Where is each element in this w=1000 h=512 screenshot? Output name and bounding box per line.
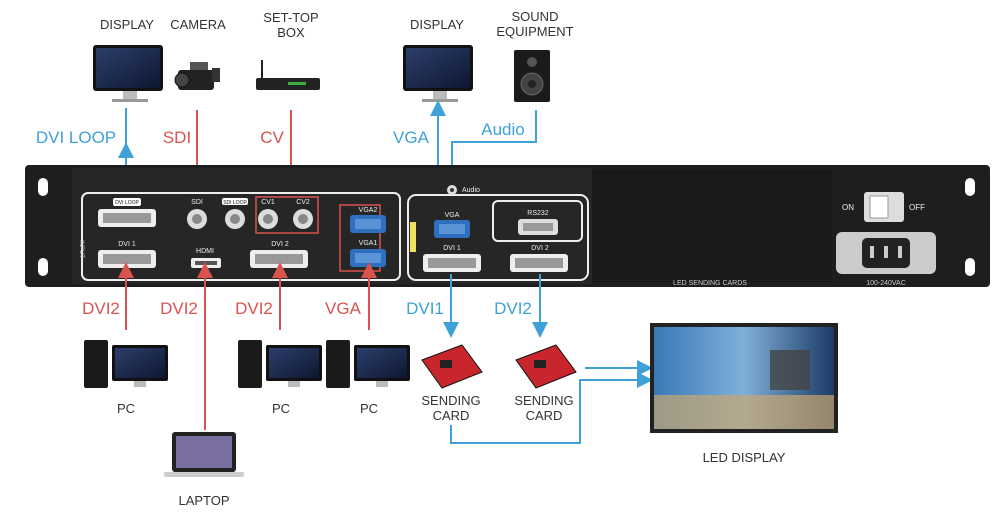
voltage-label: 100-240VAC: [866, 280, 906, 287]
vga1-port: [350, 249, 386, 267]
settop-box-label-line1: SET-TOP: [263, 10, 319, 25]
rs232-port-label: RS232: [527, 210, 549, 217]
dvi2-out-port-label: DVI 2: [531, 245, 549, 252]
vga-out-port: [434, 220, 470, 238]
dvi1-in-port-label: DVI 1: [118, 241, 136, 248]
laptop-label: LAPTOP: [178, 493, 230, 508]
sending-card-1-label-line1: SENDING: [421, 393, 481, 408]
led-display-icon: [650, 323, 838, 433]
vga-out-port-label: VGA: [445, 212, 460, 219]
sdi-bnc-port: [187, 209, 207, 229]
off-label: OFF: [909, 203, 925, 212]
settop-box-icon: [256, 60, 320, 90]
card1-to-led-line: [450, 372, 653, 444]
audio-port-label: Audio: [462, 187, 480, 194]
pc-2-label: PC: [271, 401, 291, 416]
dvi-loop-port: [98, 209, 156, 227]
hdmi-port: [191, 258, 221, 268]
vga2-port-label: VGA2: [359, 207, 378, 214]
sdi-signal-label: SDI: [162, 128, 192, 147]
output-group-frame: [407, 194, 589, 281]
cv-signal-label: CV: [260, 128, 284, 147]
input-label: INPUT: [78, 240, 84, 258]
hdmi-port-label: HDMI: [196, 248, 214, 255]
pc-1-label: PC: [116, 401, 136, 416]
power-switch[interactable]: [864, 192, 904, 222]
pc-2-icon: [238, 340, 322, 388]
sdi-loop-bnc-port: [225, 209, 245, 229]
speaker-icon: [514, 50, 550, 102]
sending-cards-label: LED SENDING CARDS: [673, 280, 747, 287]
dvi1-out-port: [423, 254, 481, 272]
pc-1-icon: [84, 340, 168, 388]
audio-jack: [447, 185, 457, 195]
cv2-bnc-port: [293, 209, 313, 229]
sdi-loop-port-label: SDI LOOP: [223, 200, 247, 206]
rs232-port: [518, 219, 558, 235]
sending-card-2-label-line1: SENDING: [514, 393, 574, 408]
input-group-frame: [81, 192, 401, 281]
display-2-icon: [403, 45, 473, 102]
vga-bottom-signal-label: VGA: [325, 299, 361, 318]
display-1-icon: [93, 45, 163, 102]
dvi1-in-port: [98, 250, 156, 268]
dvi2-out-port: [510, 254, 568, 272]
audio-line: [451, 110, 537, 182]
cv1-bnc-port: [258, 209, 278, 229]
dvi1-out-port-label: DVI 1: [443, 245, 461, 252]
dvi2-in-port-label: DVI 2: [271, 241, 289, 248]
dvi2-signal-label-3: DVI2: [235, 299, 273, 318]
sending-card-2-icon: [515, 344, 577, 389]
dvi2-signal-label-2: DVI2: [160, 299, 198, 318]
audio-signal-label: Audio: [481, 120, 525, 139]
dvi2-in-port: [250, 250, 308, 268]
sdi-port-label: SDI: [191, 199, 203, 206]
dvi-loop-signal-label: DVI LOOP: [35, 128, 117, 147]
sound-equipment-label-line1: SOUND: [511, 9, 559, 24]
dvi2-signal-label-1: DVI2: [82, 299, 120, 318]
dvi2-signal-label-4: DVI2: [494, 299, 532, 318]
dvi-loop-port-label: DVI LOOP: [115, 200, 139, 206]
display-1-label: DISPLAY: [100, 17, 154, 32]
camera-icon: [174, 62, 220, 90]
sound-equipment-label-line2: EQUIPMENT: [496, 24, 574, 39]
vga1-port-label: VGA1: [359, 240, 378, 247]
camera-label: CAMERA: [170, 17, 226, 32]
display-2-label: DISPLAY: [410, 17, 464, 32]
sending-card-1-icon: [421, 344, 483, 389]
cv2-port-label: CV2: [296, 199, 310, 206]
sending-card-2-label-line2: CARD: [525, 408, 563, 423]
sending-card-1-label-line2: CARD: [432, 408, 470, 423]
power-socket: [836, 232, 936, 274]
led-display-label: LED DISPLAY: [702, 450, 786, 465]
pc-3-icon: [326, 340, 410, 388]
vga-top-signal-label: VGA: [393, 128, 429, 147]
vga2-port: [350, 215, 386, 233]
dvi1-signal-label: DVI1: [406, 299, 444, 318]
cv1-port-label: CV1: [261, 199, 275, 206]
laptop-icon: [164, 432, 244, 477]
on-label: ON: [842, 203, 854, 212]
pc-3-label: PC: [359, 401, 379, 416]
settop-box-label-line2: BOX: [277, 25, 305, 40]
